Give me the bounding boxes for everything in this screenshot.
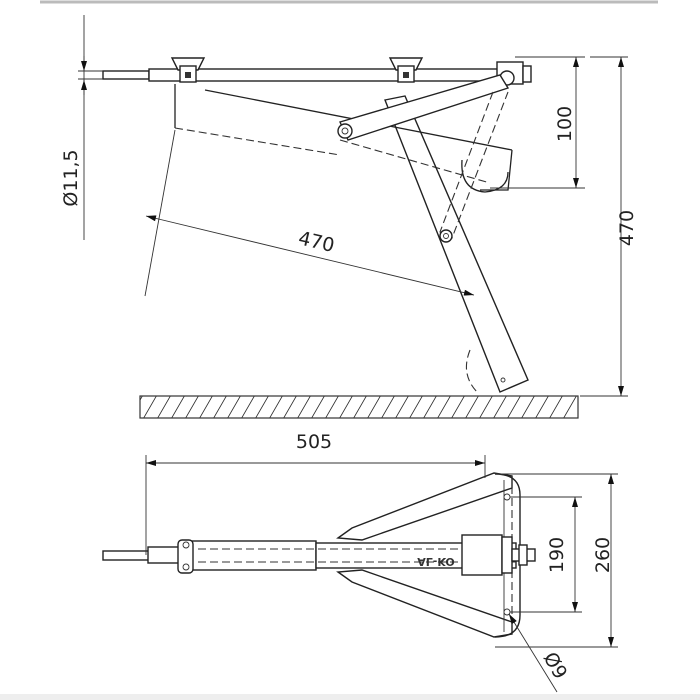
dim-foot-width: 260 [592,537,614,573]
side-view: Ø11,5 100 470 470 [60,15,638,419]
deployed-leg [384,95,529,393]
dim-pivot-offset: 100 [554,106,576,142]
dim-height: 470 [616,210,638,246]
ground-hatch [139,395,579,419]
brace-dashed [439,91,509,239]
mount-bracket-left [170,57,206,83]
dim-leader-hole-diameter [508,613,558,693]
pivot-head [461,534,503,576]
clamp [177,539,194,574]
dim-hole-diameter: Ø9 [539,649,572,683]
dim-hole-spacing: 190 [546,537,568,573]
foot-arm-upper [336,472,513,541]
mount-hole-upper [503,493,511,501]
mount-tube [148,68,522,82]
dim-leg-length: 470 [296,227,336,257]
top-view: AL-KO 505 190 260 Ø9 [102,431,618,693]
threaded-rod [102,70,150,80]
threaded-rod-top [102,550,154,561]
foot-arm-lower [336,569,513,638]
dim-rod-diameter: Ø11,5 [60,149,82,206]
foot-arc-deployed [465,349,479,394]
mount-bracket-right [388,57,424,83]
leg-tube [179,540,317,571]
dim-length: 505 [296,431,332,453]
strut-arm [339,74,510,141]
dim-line-leg-length [145,215,475,296]
bottom-frame-band [0,694,700,700]
foot-arc-stowed [461,159,509,193]
alko-logo-mirrored: AL-KO [417,555,454,568]
